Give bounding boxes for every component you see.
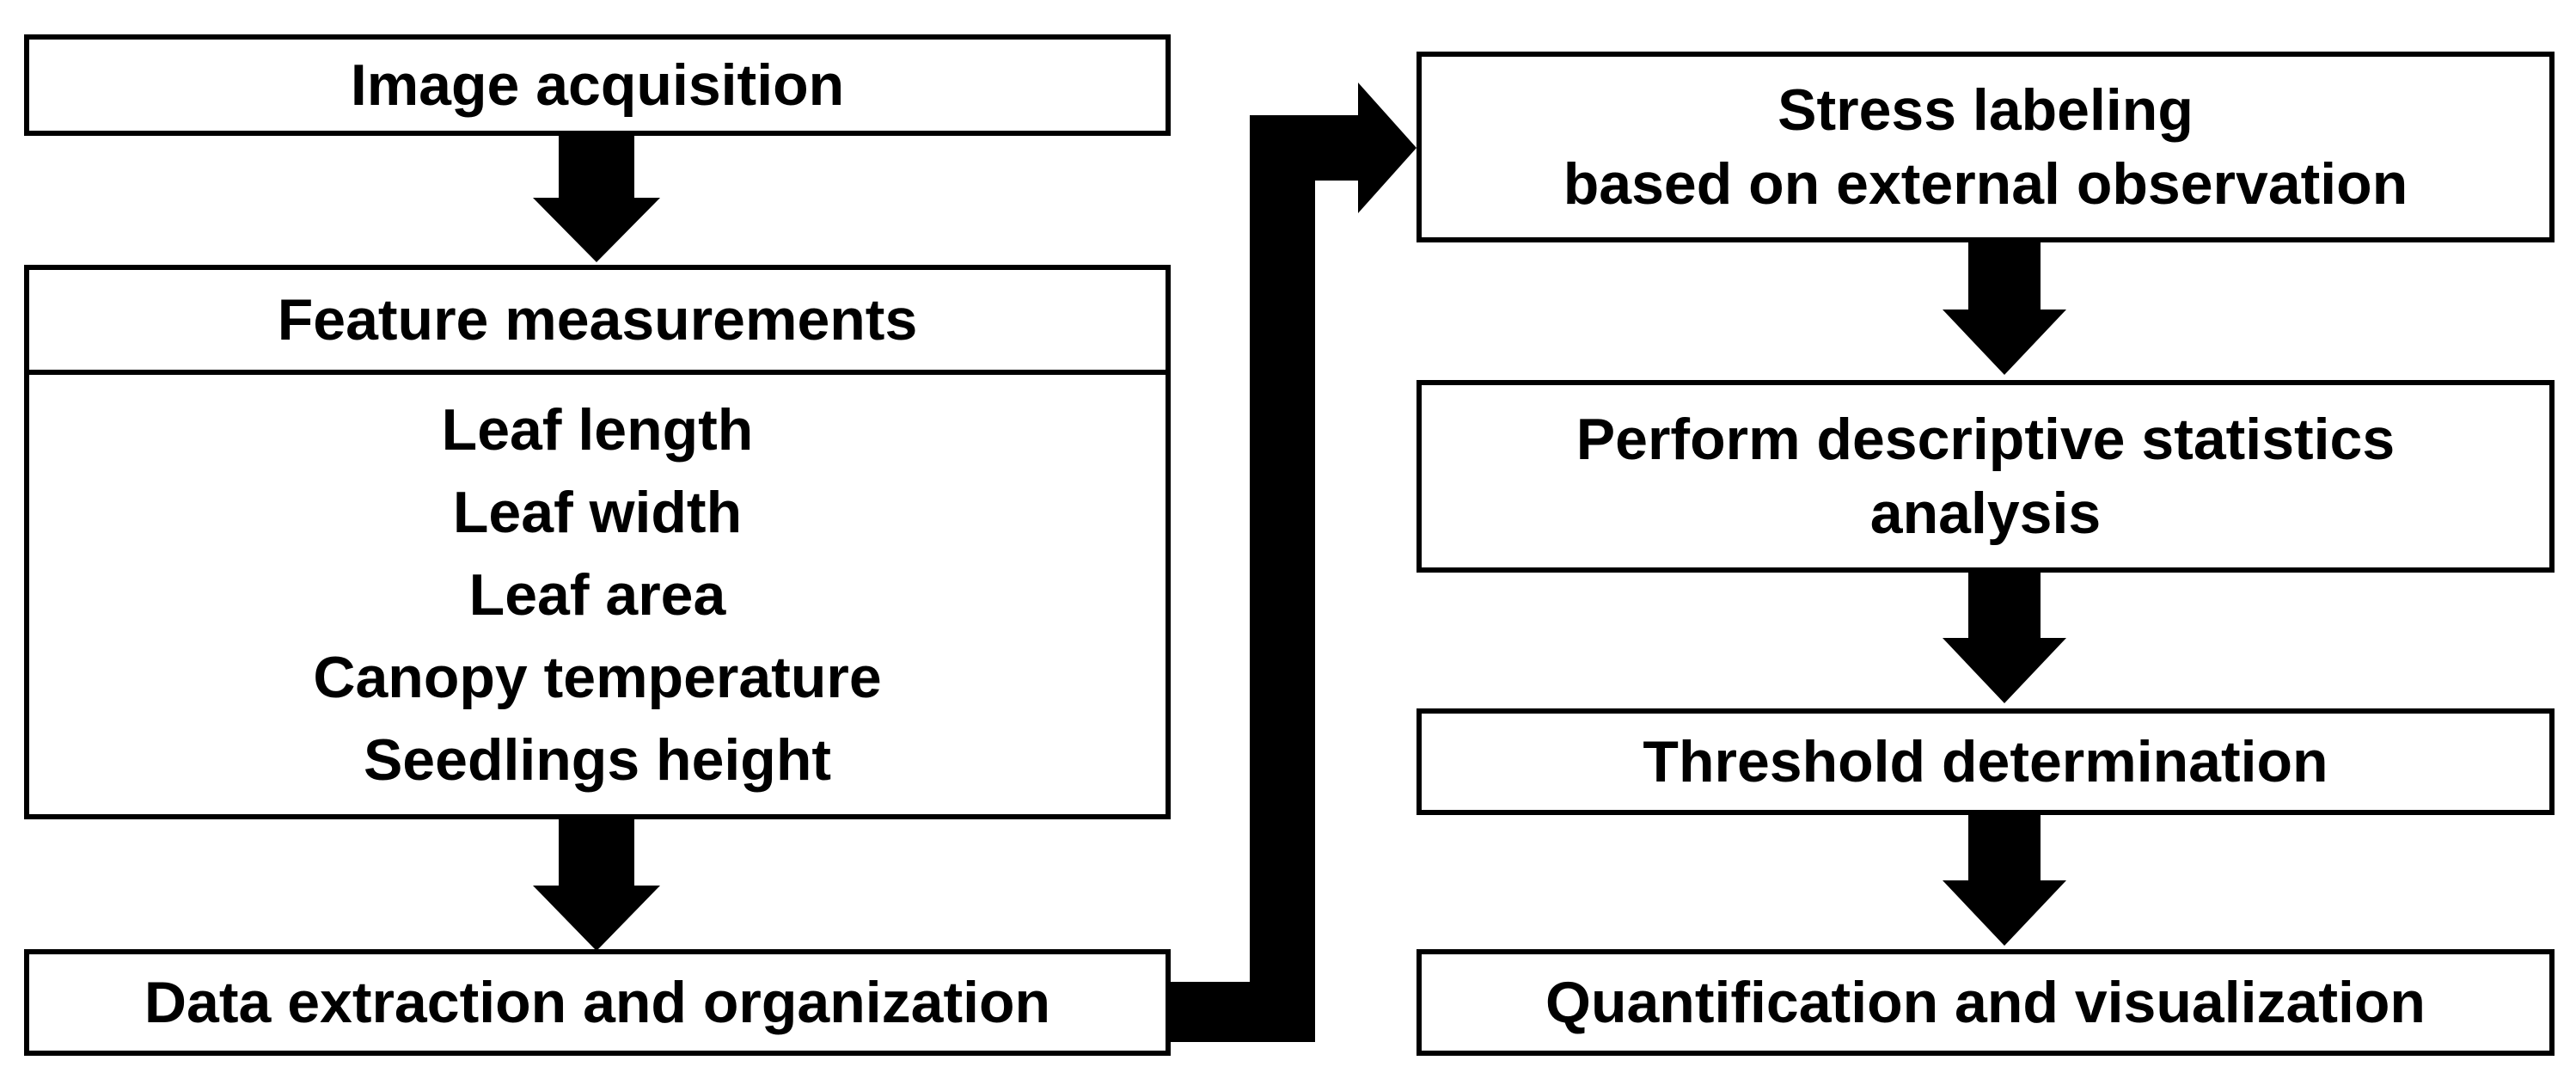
arrow-stress-to-statistics [1943, 241, 2066, 375]
feature-measurements-title: Feature measurements [277, 287, 918, 352]
arrow-acquisition-to-features [533, 133, 660, 262]
feature-item-leaf-area: Leaf area [468, 561, 726, 628]
feature-list: Leaf length Leaf width Leaf area Canopy … [29, 375, 1166, 814]
stress-labeling-line1: Stress labeling [1778, 77, 2194, 143]
descriptive-statistics-box: Perform descriptive statistics analysis [1416, 380, 2555, 573]
descriptive-statistics-line1: Perform descriptive statistics [1576, 407, 2395, 472]
feature-item-canopy-temperature: Canopy temperature [313, 644, 882, 710]
arrow-statistics-to-threshold [1943, 571, 2066, 703]
descriptive-statistics-line2: analysis [1869, 481, 2102, 546]
image-acquisition-label: Image acquisition [350, 52, 845, 118]
arrow-extraction-to-stress-labeling [1171, 83, 1416, 1042]
threshold-determination-label: Threshold determination [1643, 729, 2328, 794]
feature-measurements-box: Feature measurements Leaf length Leaf wi… [24, 265, 1171, 819]
arrow-threshold-to-quantification [1943, 813, 2066, 946]
data-extraction-label: Data extraction and organization [144, 970, 1051, 1035]
threshold-determination-box: Threshold determination [1416, 708, 2555, 815]
feature-item-seedlings-height: Seedlings height [363, 726, 832, 793]
data-extraction-box: Data extraction and organization [24, 949, 1171, 1056]
feature-item-leaf-width: Leaf width [452, 479, 743, 545]
quantification-label: Quantification and visualization [1545, 970, 2426, 1035]
feature-item-leaf-length: Leaf length [441, 396, 754, 463]
image-acquisition-box: Image acquisition [24, 34, 1171, 136]
feature-measurements-header: Feature measurements [29, 270, 1166, 375]
stress-labeling-line2: based on external observation [1563, 151, 2408, 217]
stress-labeling-box: Stress labeling based on external observ… [1416, 52, 2555, 242]
quantification-box: Quantification and visualization [1416, 949, 2555, 1056]
arrow-features-to-extraction [533, 817, 660, 951]
